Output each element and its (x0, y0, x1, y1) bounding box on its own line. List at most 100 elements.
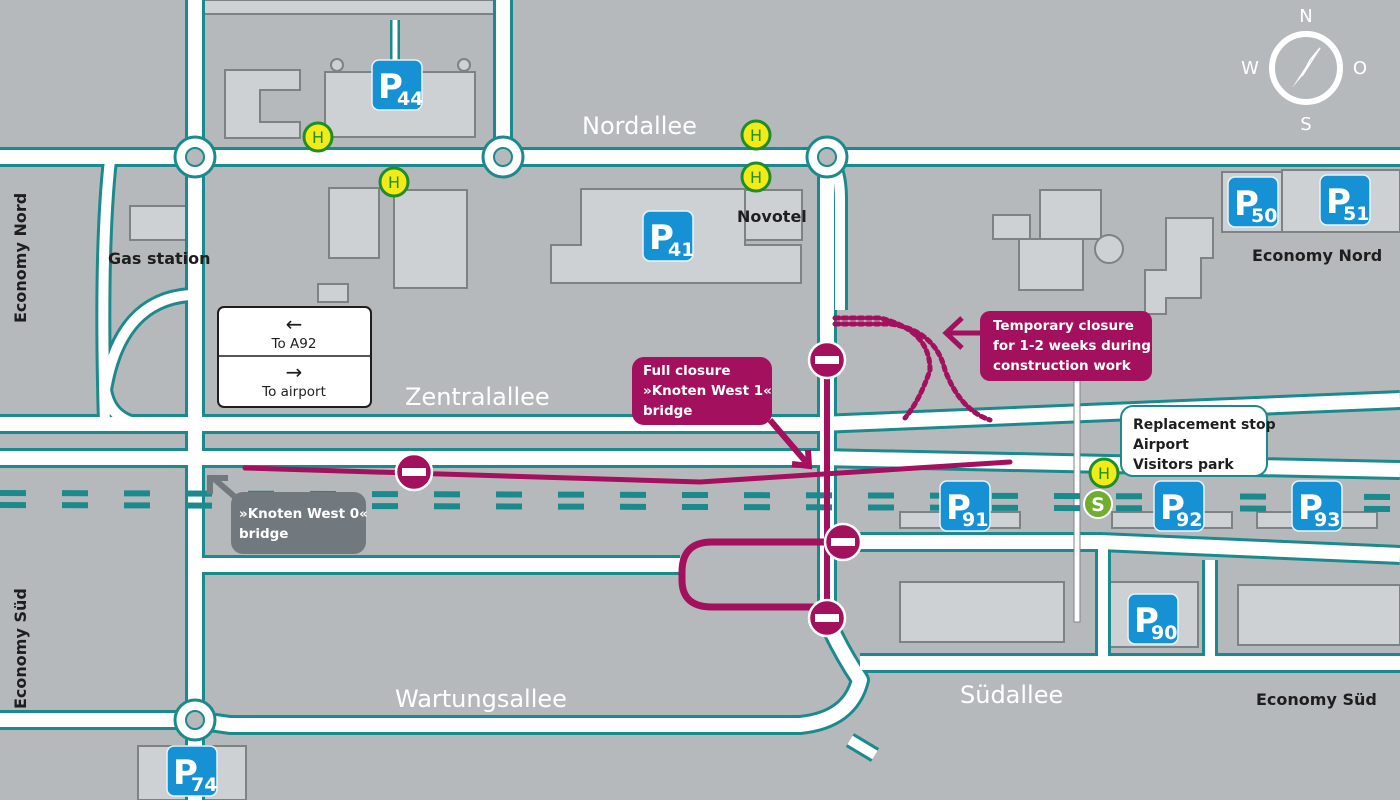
parking-number: 90 (1151, 622, 1177, 644)
no-entry-icon[interactable] (823, 522, 863, 562)
roundabouts (173, 135, 849, 742)
compass-west: W (1241, 58, 1259, 79)
parking-sign-p44[interactable]: P44 (371, 59, 423, 111)
compass-north: N (1299, 6, 1312, 27)
building (317, 283, 349, 303)
bus-stop-label: H (312, 128, 324, 147)
callout-line: Temporary closure (993, 318, 1134, 334)
novotel-building (744, 189, 803, 241)
rail-line (0, 490, 1400, 512)
parking-number: 44 (397, 88, 423, 110)
parking-letter: P (1326, 182, 1351, 222)
bus-stop-icon[interactable]: H (1088, 457, 1120, 489)
callout-full-closure[interactable]: Full closure »Knoten West 1« bridge (632, 357, 813, 470)
parking-letter: P (1134, 601, 1159, 641)
bus-stop-label: H (750, 168, 762, 187)
bus-stop-icon[interactable]: H (740, 119, 772, 151)
parking-letter: P (1298, 488, 1323, 528)
callout-line: bridge (643, 403, 692, 419)
parking-letter: P (378, 67, 403, 107)
parking-sign-p50[interactable]: P50 (1227, 176, 1279, 228)
compass-east: O (1353, 58, 1367, 79)
no-entry-icon[interactable] (807, 340, 847, 380)
parking-sign-p92[interactable]: P92 (1153, 480, 1205, 532)
building (1018, 238, 1084, 291)
place-label-economy-sued-west: Economy Süd (11, 588, 30, 709)
parking-sign-p51[interactable]: P51 (1319, 174, 1371, 226)
building (393, 189, 468, 289)
roundabout[interactable] (481, 135, 525, 179)
parking-sign-p74[interactable]: P74 (166, 745, 218, 797)
roundabout[interactable] (173, 135, 217, 179)
compass: N O S W (1241, 6, 1367, 135)
building (1094, 234, 1124, 264)
info-line: Airport (1133, 437, 1189, 453)
sbahn-label: S (1091, 494, 1105, 516)
building (1237, 584, 1400, 646)
building (992, 214, 1031, 240)
info-line: Visitors park (1133, 457, 1234, 473)
pointer-line (1073, 379, 1081, 623)
parking-number: 74 (191, 774, 217, 796)
compass-ring (1269, 31, 1343, 105)
parking-number: 93 (1314, 509, 1340, 531)
building (224, 69, 301, 139)
bus-stop-label: H (1098, 464, 1110, 483)
roundabout[interactable] (173, 698, 217, 742)
callout-line: bridge (239, 526, 288, 542)
callout-knoten-west-0[interactable]: »Knoten West 0« bridge (207, 474, 368, 554)
place-label-economy-sued-east: Economy Süd (1256, 690, 1377, 709)
building (328, 187, 380, 259)
roundabout[interactable] (805, 135, 849, 179)
place-label-economy-nord-west: Economy Nord (11, 193, 30, 323)
temporary-closure-ramp-2 (832, 321, 993, 423)
no-entry-icon[interactable] (394, 452, 434, 492)
bus-stop-label: H (750, 126, 762, 145)
building (457, 58, 471, 72)
place-label-economy-nord-east: Economy Nord (1252, 246, 1382, 265)
info-box-replacement-stop[interactable]: Replacement stop Airport Visitors park (1120, 405, 1276, 477)
parking-letter: P (649, 218, 674, 258)
parking-letter: P (946, 488, 971, 528)
bus-stop-icon[interactable]: H (302, 121, 334, 153)
building (201, 0, 498, 15)
parking-number: 92 (1176, 509, 1202, 531)
parking-sign-p91[interactable]: P91 (939, 480, 991, 532)
parking-number: 91 (962, 509, 988, 531)
bus-stop-icon[interactable]: H (740, 161, 772, 193)
arrow-left-icon: ← (286, 312, 303, 336)
callout-line: Full closure (643, 363, 730, 379)
bus-stops: H H H H H S (302, 119, 1120, 519)
parking-sign-p41[interactable]: P41 (642, 210, 694, 262)
parking-sign-p93[interactable]: P93 (1291, 480, 1343, 532)
direction-label-a92: To A92 (271, 336, 317, 352)
street-label-wartungsallee: Wartungsallee (395, 685, 567, 713)
callout-temporary-closure[interactable]: Temporary closure for 1-2 weeks during c… (942, 311, 1152, 381)
road-south-exit[interactable] (847, 735, 878, 760)
building (330, 58, 344, 72)
road-gas-station-loop[interactable] (98, 159, 191, 429)
building (1039, 189, 1102, 240)
closure-route-loop (678, 538, 831, 611)
callout-line: »Knoten West 1« (643, 383, 772, 399)
gas-station-building (129, 205, 189, 241)
parking-sign-p90[interactable]: P90 (1127, 593, 1179, 645)
direction-label-airport: To airport (261, 384, 326, 400)
street-label-zentralallee: Zentralallee (405, 383, 550, 411)
place-label-novotel: Novotel (737, 207, 807, 226)
bus-stop-icon[interactable]: H (378, 166, 410, 198)
no-entry-icon[interactable] (807, 598, 847, 638)
parking-letter: P (173, 753, 198, 793)
arrow-right-icon: → (286, 360, 303, 384)
parking-number: 51 (1343, 203, 1369, 225)
road-service-south[interactable] (195, 535, 1400, 572)
callout-line: construction work (993, 358, 1132, 374)
parking-letter: P (1160, 488, 1185, 528)
road-wartungsallee[interactable] (0, 157, 867, 732)
sbahn-icon[interactable]: S (1083, 489, 1113, 519)
road-p90-access[interactable] (1098, 545, 1215, 660)
no-entry-signs (394, 340, 863, 638)
callout-line: for 1-2 weeks during (993, 338, 1151, 354)
parking-letter: P (1234, 184, 1259, 224)
